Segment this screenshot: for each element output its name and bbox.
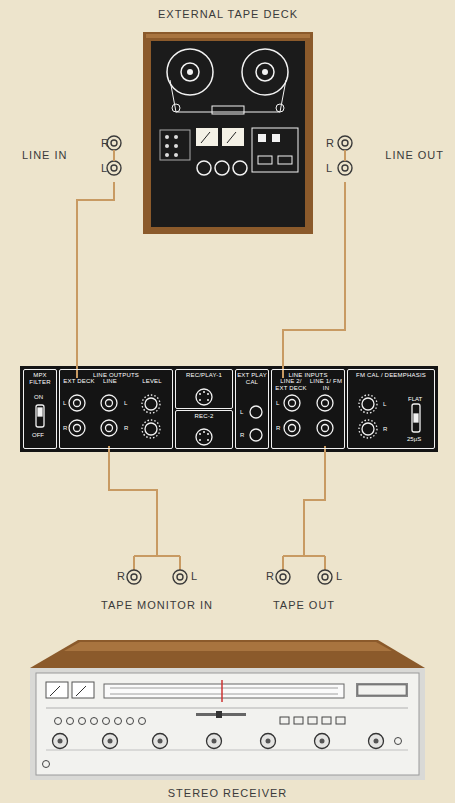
node-label: REC-2: [194, 413, 213, 420]
jack-group: LINE OUT: [334, 130, 444, 182]
node-label: TAPE MONITOR IN: [101, 599, 213, 612]
node-label: LINE OUTPUTS: [93, 372, 139, 379]
channel-label: L: [191, 571, 197, 582]
jack-group: LINE 1/ FM IN: [309, 378, 343, 446]
din-socket: REC-2: [175, 410, 233, 449]
panel-section: LINE OUTPUTSEXT DECK LINE LEVEL: [59, 369, 173, 449]
audio-cable: [77, 182, 114, 378]
channel-label: L: [336, 571, 342, 582]
receiver-controls: [43, 717, 402, 768]
rear-panel: [20, 366, 438, 452]
node-label: MPX FILTER: [25, 372, 55, 386]
panel-marking: R: [63, 425, 67, 431]
deck-jacks: [107, 136, 352, 175]
panel-marking: OFF: [32, 432, 44, 438]
panel-marking: L: [276, 400, 279, 406]
node-label: EXT DECK: [63, 378, 95, 385]
node-label: STEREO RECEIVER: [168, 787, 288, 800]
panel-marking: R: [383, 426, 387, 432]
node-label: LINE: [103, 378, 117, 385]
channel-label: R: [326, 138, 334, 149]
jack-group: EXT DECK: [63, 378, 95, 446]
jack-group: LINE 2/ EXT DECK: [275, 378, 307, 446]
node-label: LINE 2/ EXT DECK: [275, 378, 307, 392]
tape-deck-drawing: [143, 32, 313, 234]
node-label: LEVEL: [142, 378, 162, 385]
node-label: REC/PLAY-1: [186, 372, 222, 379]
node-label: FM CAL / DEEMPHASIS: [356, 372, 426, 379]
receiver-drawing: [30, 640, 425, 780]
node-label: LINE INPUTS: [288, 372, 327, 379]
channel-label: L: [326, 163, 332, 174]
node-label: EXTERNAL TAPE DECK: [158, 8, 298, 21]
panel-section: LINE INPUTSLINE 2/ EXT DECKLINE 1/ FM IN: [271, 369, 345, 449]
panel-marking: 25μS: [407, 436, 421, 442]
audio-cable: [304, 446, 325, 548]
jack-wire: [114, 150, 345, 161]
panel-marking: L: [63, 400, 66, 406]
panel-marking: L: [240, 409, 243, 415]
node-label: LINE IN: [22, 149, 68, 162]
din-socket: REC/PLAY-1: [175, 369, 233, 409]
receiver-jacks: [127, 548, 332, 584]
node-label: LINE 1/ FM IN: [309, 378, 343, 392]
level-control: LEVEL: [134, 378, 170, 446]
node-label: TAPE OUT: [273, 599, 335, 612]
panel-marking: ON: [34, 394, 43, 400]
node-label: LINE OUT: [385, 149, 444, 162]
panel-marking: L: [124, 400, 127, 406]
device-box: STEREO RECEIVER: [30, 638, 425, 800]
panel-marking: L: [383, 401, 386, 407]
channel-label: L: [101, 163, 107, 174]
panel-marking: FLAT: [408, 396, 422, 402]
panel-marking: R: [124, 425, 128, 431]
audio-cable: [109, 446, 157, 548]
channel-label: R: [101, 138, 109, 149]
audio-cable: [283, 182, 345, 378]
panel-marking: R: [240, 432, 244, 438]
node-label: EXT PLAY CAL: [237, 372, 267, 386]
jack-group: TAPE MONITOR IN: [98, 548, 216, 612]
panel-section: FM CAL / DEEMPHASIS: [347, 369, 435, 449]
device-box: EXTERNAL TAPE DECK: [143, 8, 313, 236]
channel-label: R: [117, 571, 125, 582]
channel-label: R: [266, 571, 274, 582]
panel-marking: R: [276, 425, 280, 431]
jack-group: LINE: [97, 378, 123, 446]
